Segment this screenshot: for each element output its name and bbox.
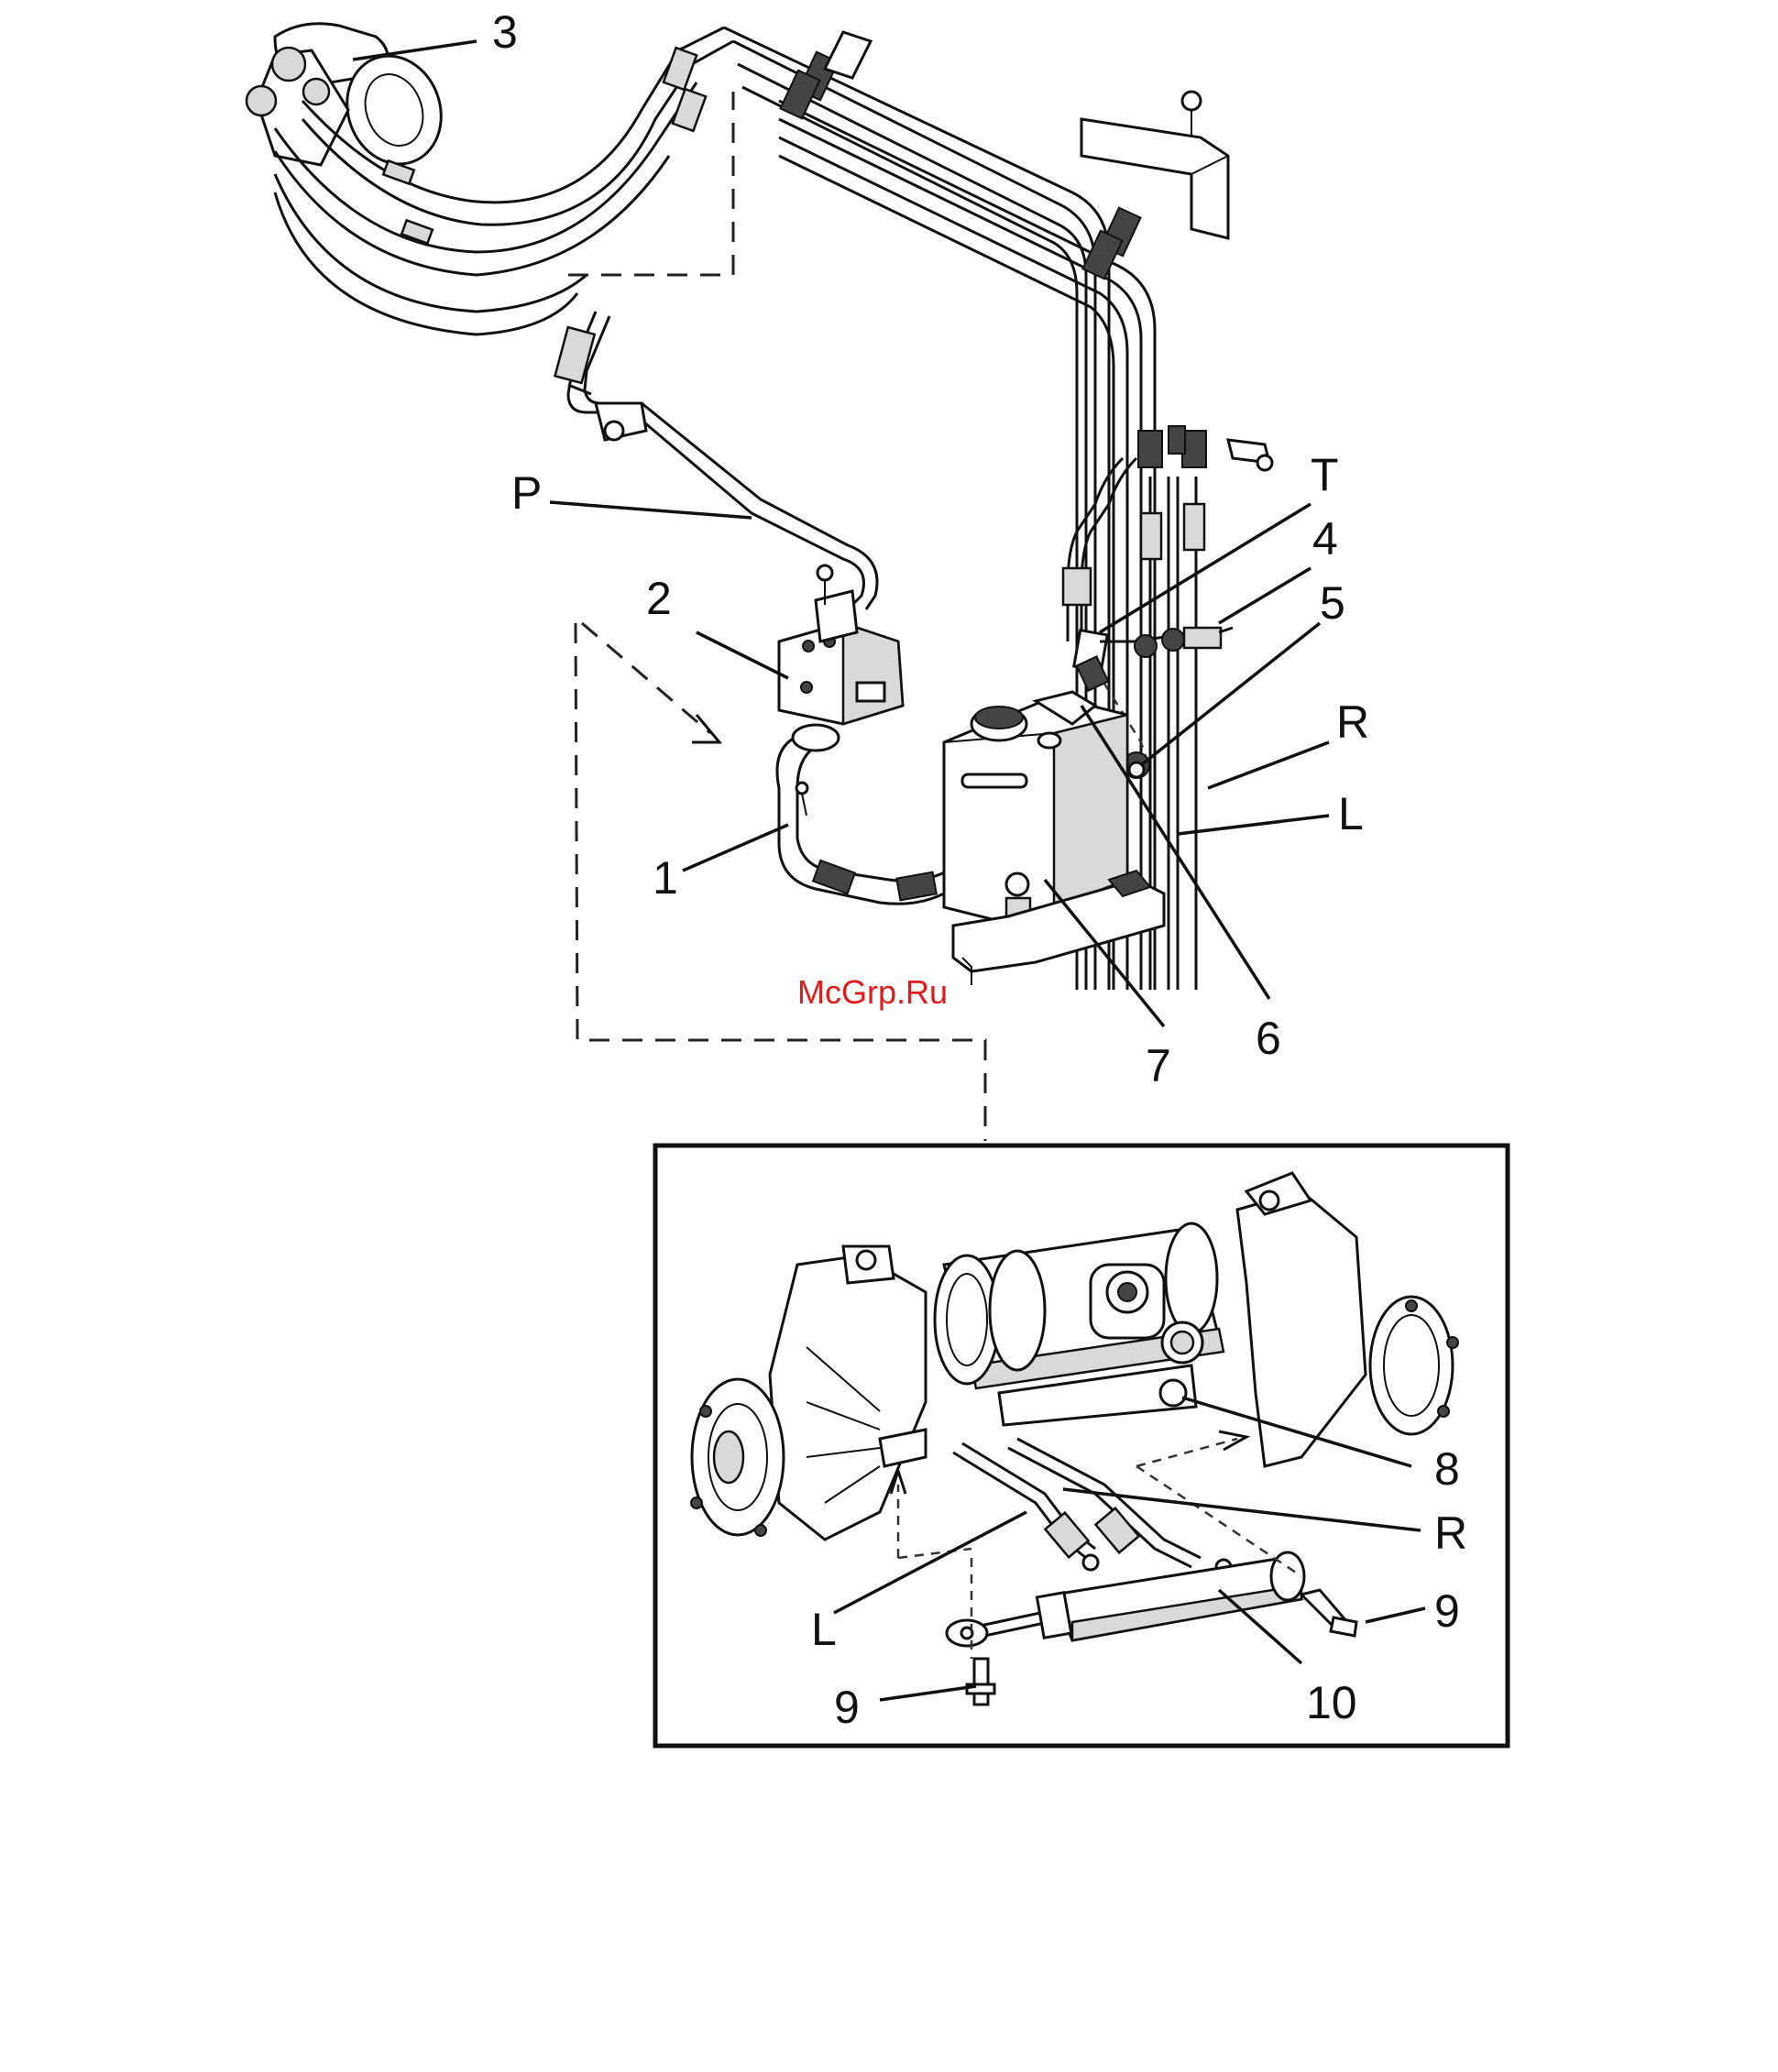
callout-R: R [1336,696,1369,748]
callout-L: L [1338,788,1364,839]
watermark-text: McGrp.Ru [797,973,948,1011]
callout-10: 10 [1306,1677,1357,1728]
callout-L-inset: L [811,1604,837,1655]
oil-tank [944,692,1164,985]
callout-6: 6 [1256,1013,1281,1064]
pump [779,565,903,724]
callout-R-inset: R [1434,1507,1467,1559]
callout-5: 5 [1320,577,1345,629]
callout-2: 2 [646,573,672,624]
callout-3: 3 [492,6,518,58]
callout-7: 7 [1146,1040,1171,1091]
callout-9-left: 9 [834,1682,860,1733]
callout-4: 4 [1312,513,1338,565]
callout-1: 1 [653,852,678,904]
callout-8: 8 [1434,1443,1460,1495]
callout-9-right: 9 [1434,1585,1460,1637]
callout-T: T [1311,449,1339,500]
return-line-T [1063,458,1233,671]
pressure-line-P [555,312,877,609]
callout-P: P [511,467,542,519]
